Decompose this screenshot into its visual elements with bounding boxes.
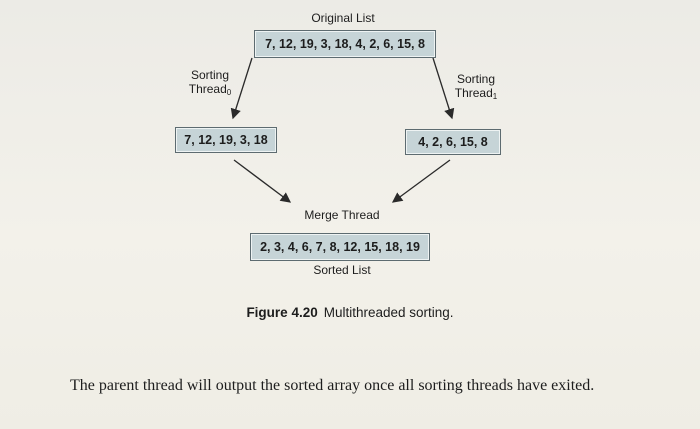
original-list-box: 7, 12, 19, 3, 18, 4, 2, 6, 15, 8 — [254, 30, 436, 58]
thread1-line2: Thread — [454, 86, 493, 100]
thread0-line2: Thread — [188, 82, 227, 96]
original-list-label: Original List — [311, 11, 375, 25]
arrow-to-left-thread — [230, 57, 253, 120]
right-sublist-box: 4, 2, 6, 15, 8 — [405, 129, 501, 155]
thread1-line1: Sorting — [456, 72, 496, 86]
thread0-subscript: 0 — [226, 88, 232, 97]
thread1-subscript: 1 — [492, 92, 498, 101]
figure-number: Figure 4.20 — [246, 305, 318, 320]
figure-caption: Figure 4.20 Multithreaded sorting. — [0, 305, 700, 320]
body-paragraph: The parent thread will output the sorted… — [70, 377, 595, 394]
merge-thread-label: Merge Thread — [304, 208, 380, 222]
sorting-thread-1-label: Sorting Thread1 — [446, 72, 506, 104]
arrow-to-right-thread — [432, 57, 455, 120]
arrow-right-to-merge — [391, 159, 451, 203]
figure-caption-text: Multithreaded sorting. — [323, 305, 454, 320]
thread0-line1: Sorting — [190, 68, 230, 82]
sorted-list-box: 2, 3, 4, 6, 7, 8, 12, 15, 18, 19 — [250, 233, 430, 261]
arrow-left-to-merge — [233, 159, 292, 203]
sorting-thread-0-label: Sorting Thread0 — [180, 68, 240, 100]
sorted-list-label: Sorted List — [313, 263, 371, 277]
left-sublist-box: 7, 12, 19, 3, 18 — [175, 127, 277, 153]
